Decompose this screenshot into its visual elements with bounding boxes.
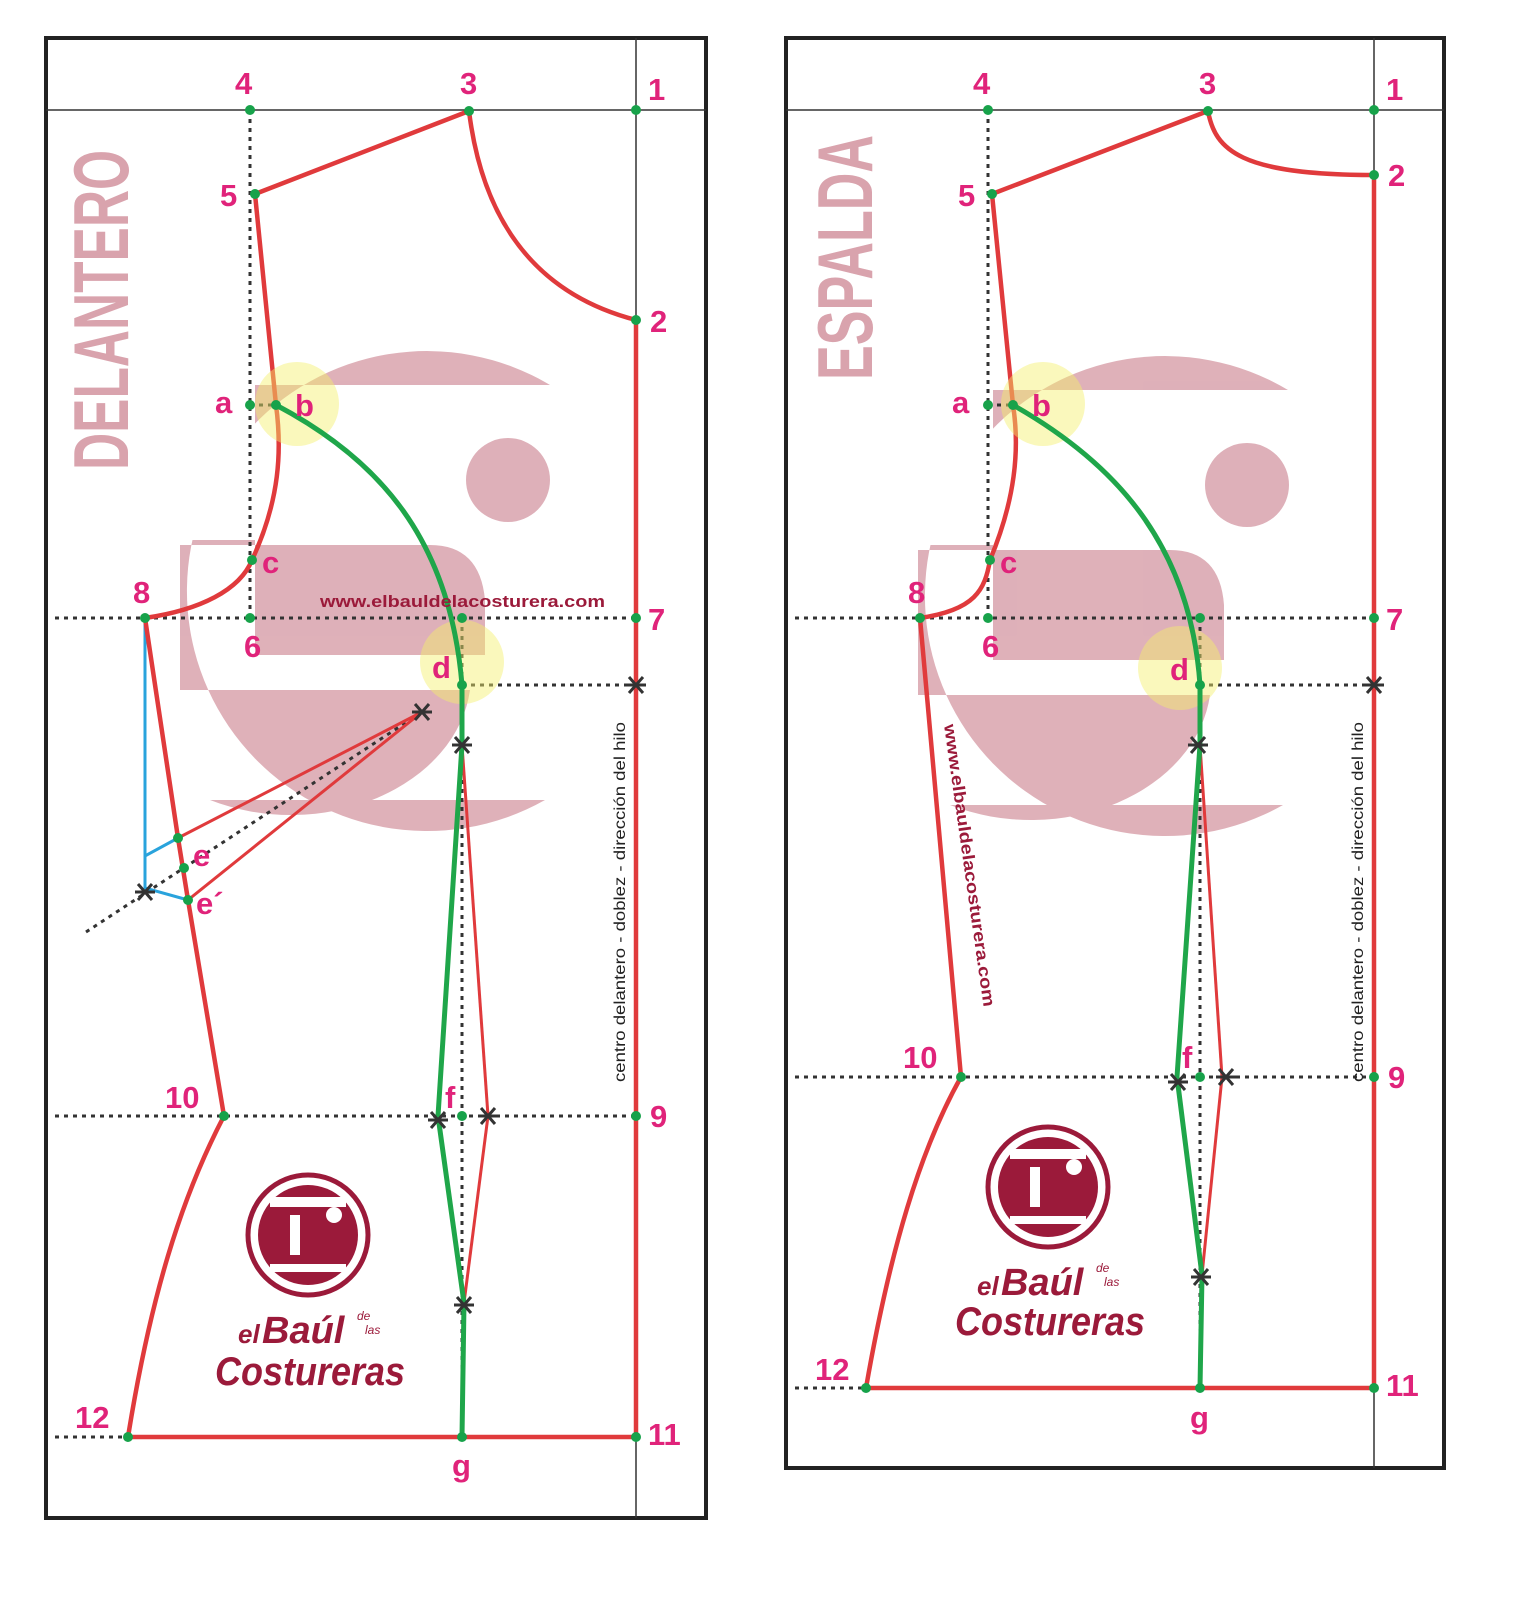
back-logo-las: las [1104, 1275, 1119, 1289]
back-label-4: 4 [973, 66, 991, 101]
back-label-d: d [1170, 652, 1189, 687]
back-darts [1198, 744, 1224, 1276]
highlight-b-back [1001, 362, 1085, 446]
back-website: www.elbauldelacosturera.com [940, 722, 999, 1008]
label-b: b [295, 388, 314, 423]
back-logo-de: de [1096, 1261, 1110, 1275]
label-8: 8 [133, 575, 150, 610]
front-points [123, 105, 641, 1442]
back-label-10: 10 [903, 1040, 937, 1075]
front-fold-note: centro delantero - doblez - dirección de… [612, 722, 629, 1082]
back-point-labels: 4 3 1 5 2 a b c 8 6 7 d 10 f 9 12 11 g [815, 66, 1419, 1435]
label-d: d [432, 650, 451, 685]
back-brand-logo: el Baúl de las Costureras [955, 1124, 1145, 1344]
label-e-prime: e´ [196, 886, 224, 921]
label-10: 10 [165, 1080, 199, 1115]
label-3: 3 [460, 66, 477, 101]
logo-costureras: Costureras [215, 1350, 405, 1394]
label-1: 1 [648, 72, 665, 107]
back-label-c: c [1000, 545, 1017, 580]
back-label-b: b [1032, 388, 1051, 423]
back-title: ESPALDA [801, 135, 889, 380]
back-star-marks [1168, 676, 1384, 1286]
back-label-3: 3 [1199, 66, 1216, 101]
label-12: 12 [75, 1400, 109, 1435]
label-g: g [452, 1448, 471, 1483]
logo-baul: Baúl [262, 1310, 346, 1352]
back-outline [863, 108, 1377, 1391]
front-panel: DELANTERO [44, 36, 708, 1520]
label-f: f [445, 1080, 456, 1115]
back-label-9: 9 [1388, 1060, 1405, 1095]
back-logo-costureras: Costureras [955, 1300, 1145, 1344]
label-7: 7 [648, 602, 665, 637]
label-c: c [262, 545, 279, 580]
label-11: 11 [648, 1417, 681, 1452]
highlight-b [255, 362, 339, 446]
front-frame [44, 36, 708, 1520]
back-panel: ESPALDA www.elbauldelacosturera.com [784, 36, 1446, 1470]
back-fold-note: centro delantero - doblez - dirección de… [1350, 722, 1367, 1082]
front-brand-logo: el Baúl de las Costureras [215, 1172, 405, 1394]
logo-el: el [238, 1319, 260, 1349]
watermark-logo-back [918, 356, 1289, 837]
front-title: DELANTERO [57, 150, 145, 470]
back-label-2: 2 [1388, 158, 1405, 193]
back-label-f: f [1182, 1040, 1193, 1075]
front-outline [125, 108, 639, 1440]
back-label-g: g [1190, 1400, 1209, 1435]
label-9: 9 [650, 1099, 667, 1134]
watermark-logo [180, 351, 550, 832]
front-star-marks [135, 676, 646, 1314]
label-6: 6 [244, 629, 261, 664]
label-e: e [193, 838, 210, 873]
back-label-5: 5 [958, 178, 975, 213]
back-label-6: 6 [982, 629, 999, 664]
back-label-a: a [952, 385, 970, 420]
back-label-7: 7 [1386, 602, 1403, 637]
back-frame [784, 36, 1446, 1470]
back-logo-el: el [977, 1271, 999, 1301]
sewing-machine-icon [270, 1197, 346, 1272]
front-bust-line-2 [143, 856, 189, 902]
back-logo-baul: Baúl [1001, 1262, 1085, 1304]
front-point-labels: 4 3 1 5 2 a b c 8 6 7 d e e´ 10 f 9 12 1… [75, 66, 681, 1483]
front-website: www.elbauldelacosturera.com [319, 592, 605, 611]
back-label-11: 11 [1386, 1368, 1419, 1403]
back-label-12: 12 [815, 1352, 849, 1387]
label-4: 4 [235, 66, 253, 101]
back-points [861, 105, 1379, 1393]
label-5: 5 [220, 178, 237, 213]
logo-de: de [357, 1309, 371, 1323]
label-a: a [215, 385, 233, 420]
label-2: 2 [650, 304, 667, 339]
sewing-machine-icon-back [1010, 1149, 1086, 1224]
back-label-1: 1 [1386, 72, 1403, 107]
logo-las: las [365, 1323, 380, 1337]
front-darts [177, 710, 490, 1304]
back-label-8: 8 [908, 575, 925, 610]
